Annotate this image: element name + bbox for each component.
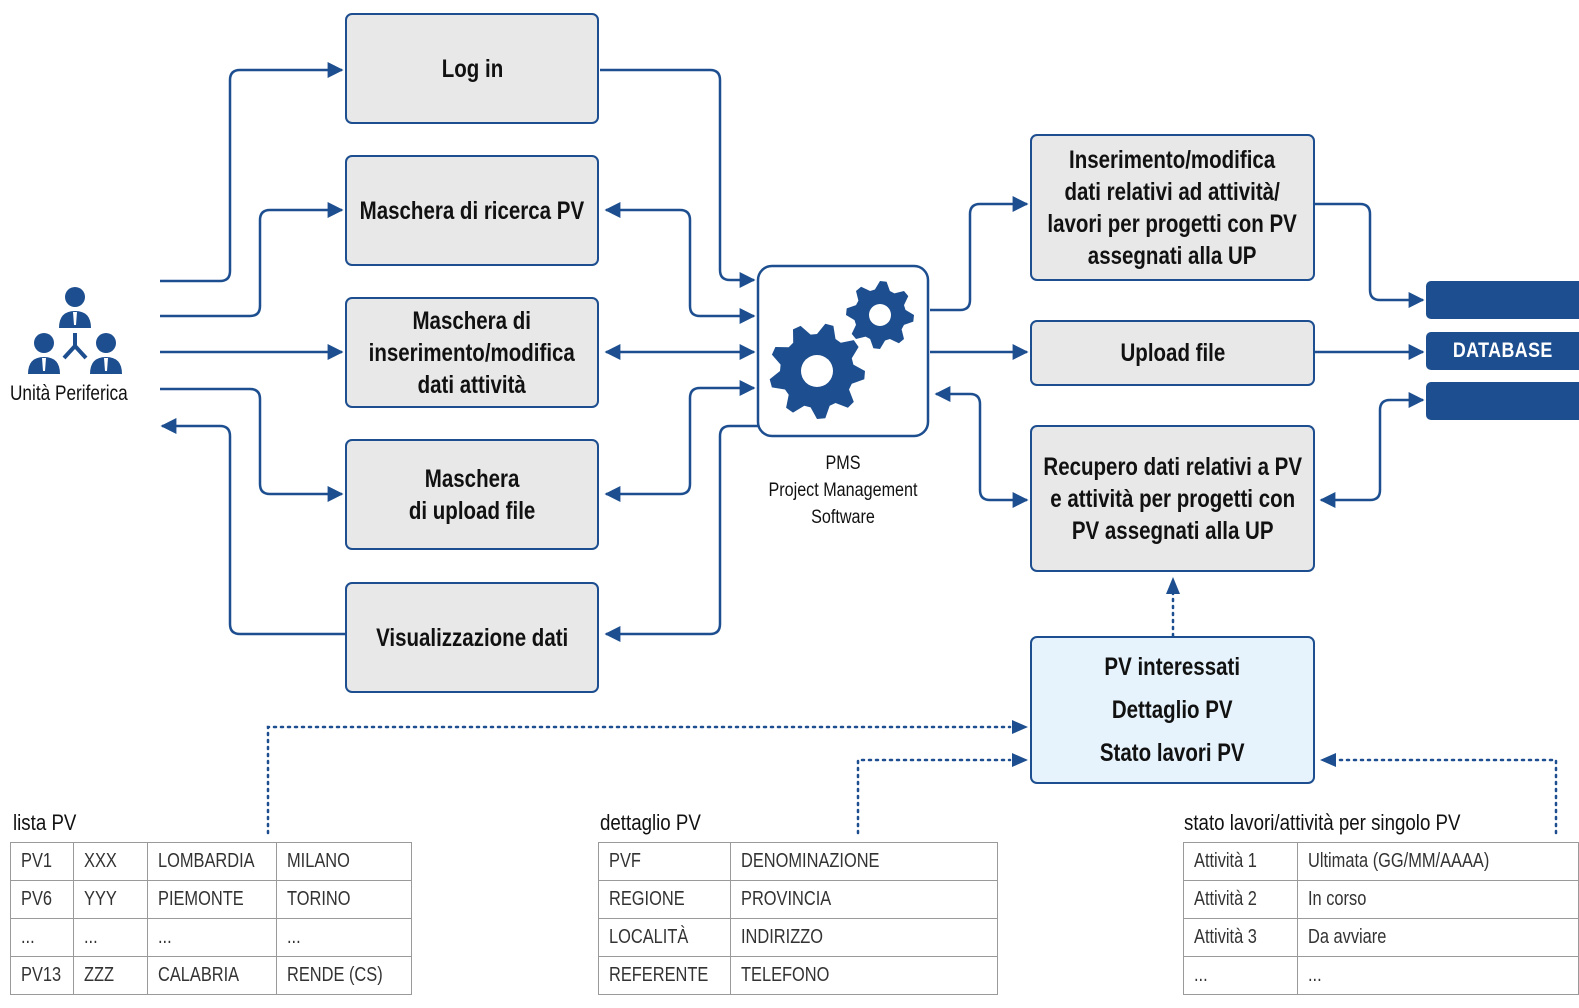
table-row: ............	[9, 918, 412, 957]
arrow-insert-db	[1315, 202, 1425, 308]
users-hierarchy-icon	[28, 287, 122, 374]
table-stato-title: stato lavori/attività per singolo PV	[1184, 810, 1461, 835]
arrow-actor-search	[160, 202, 344, 318]
table-row: ......	[1183, 956, 1579, 995]
box-login[interactable]: Log in	[345, 13, 599, 124]
arrow-upload-pms	[604, 380, 756, 502]
table-lista-title: lista PV	[13, 810, 77, 835]
arrow-search-pms	[604, 202, 756, 324]
dotted-dettaglio-info	[856, 758, 1012, 835]
database-bottom	[1426, 382, 1579, 420]
box-view-data[interactable]: Visualizzazione dati	[345, 582, 599, 693]
arrowhead-lista-info	[1012, 720, 1028, 734]
arrow-actor-login	[160, 62, 344, 283]
arrowhead-info-recover	[1166, 577, 1180, 594]
box-upload-file[interactable]: Upload file	[1030, 320, 1315, 386]
table-dettaglio-title: dettaglio PV	[600, 810, 701, 835]
actor-label: Unità Periferica	[10, 382, 128, 405]
arrow-pms-insert	[930, 196, 1029, 312]
database-top	[1426, 281, 1579, 319]
arrow-pms-view	[604, 424, 758, 642]
arrow-actor-upload	[160, 387, 344, 502]
arrowhead-dettaglio-info	[1012, 753, 1028, 767]
dotted-stato-info	[1338, 758, 1558, 835]
arrow-db-recover	[1319, 392, 1425, 508]
arrow-pms-recover	[934, 386, 1029, 508]
database-label: DATABASE	[1426, 332, 1579, 370]
arrowhead-stato-info	[1320, 753, 1336, 767]
dotted-lista-info	[266, 725, 1012, 835]
arrow-view-actor	[160, 418, 345, 636]
gears-icon	[769, 281, 914, 419]
pms-label: PMS Project Management Software	[768, 453, 918, 528]
box-search-mask[interactable]: Maschera di ricerca PV	[345, 155, 599, 266]
arrow-login-pms	[600, 68, 756, 288]
